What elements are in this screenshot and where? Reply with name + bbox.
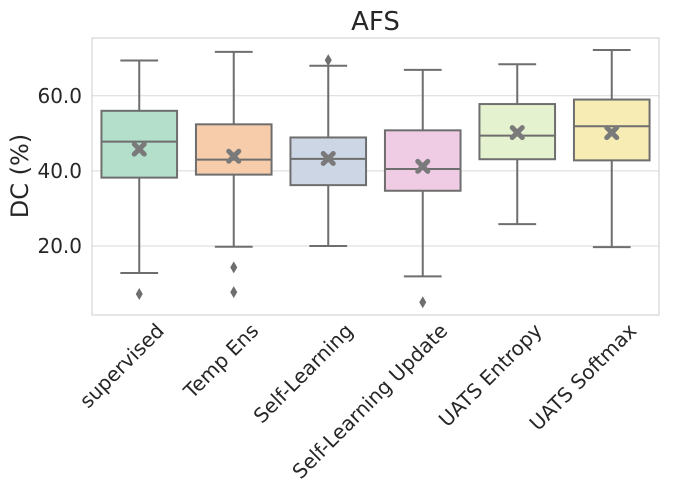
mean-marker (320, 150, 336, 166)
outlier-point (230, 261, 238, 274)
y-tick-labels: 20.0 40.0 60.0 (37, 84, 82, 258)
chart-title: AFS (351, 7, 400, 37)
grid-layer (92, 95, 659, 247)
x-tick-label: Self-Learning Update (287, 319, 452, 484)
outlier-point (230, 286, 238, 299)
box-layer (100, 49, 651, 309)
iqr-box (100, 109, 179, 179)
outlier-point (419, 296, 427, 309)
mean-marker (509, 125, 525, 141)
y-axis-label: DC (%) (6, 134, 34, 218)
mean-marker (226, 148, 242, 164)
box-group (383, 68, 462, 309)
y-tick-label: 20.0 (37, 234, 82, 258)
iqr-box (478, 103, 557, 161)
mean-marker (415, 158, 431, 174)
plot-frame (91, 37, 660, 316)
box-group (478, 63, 557, 226)
x-tick-label: supervised (75, 319, 169, 413)
mean-marker (604, 125, 620, 141)
y-tick-label: 40.0 (37, 159, 82, 183)
y-tick-label: 60.0 (37, 84, 82, 108)
iqr-box (383, 129, 462, 192)
box-group (289, 54, 368, 247)
mean-marker (131, 141, 147, 157)
box-group (100, 59, 179, 300)
box-group (194, 50, 273, 299)
box-group (572, 49, 651, 249)
outlier-point (135, 287, 143, 300)
iqr-box (194, 123, 273, 176)
outlier-point (324, 54, 332, 67)
x-tick-label: Temp Ens (178, 319, 263, 404)
